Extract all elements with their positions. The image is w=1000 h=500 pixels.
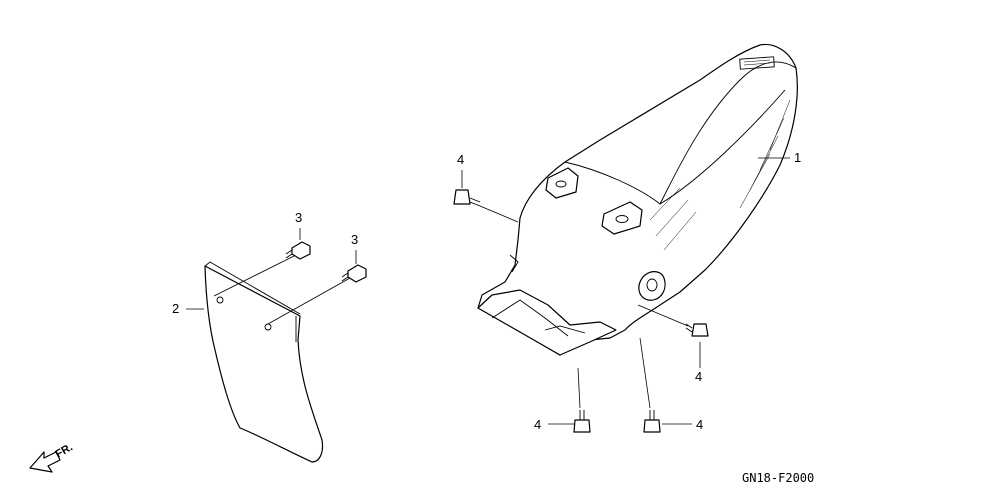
rear-fender [477, 43, 798, 356]
callout-mud-flap: 2 [172, 301, 179, 316]
flap-bolt-upper-art [285, 241, 311, 260]
callout-flap-bolt-upper: 3 [295, 210, 302, 225]
mud-flap [204, 261, 324, 463]
callout-fender: 1 [794, 150, 801, 165]
leader-lines [186, 157, 790, 425]
fender-bolt-top-art [453, 189, 481, 207]
callout-fender-bolt-side: 4 [695, 369, 702, 384]
flap-bolt-lower-art [341, 264, 367, 283]
callout-fender-bolt-bottom-right: 4 [696, 417, 703, 432]
callout-fender-bolt-top: 4 [457, 152, 464, 167]
fender-bolt-side-art [685, 323, 709, 337]
fender-bolt-bottom-right-art [643, 410, 661, 433]
callout-flap-bolt-lower: 3 [351, 232, 358, 247]
front-direction-arrow: FR. [29, 441, 75, 473]
front-direction-label: FR. [54, 441, 75, 460]
fender-bolt-bottom-left-art [573, 410, 591, 433]
diagram-code: GN18-F2000 [742, 471, 814, 485]
callout-fender-bolt-bottom-left: 4 [534, 417, 541, 432]
